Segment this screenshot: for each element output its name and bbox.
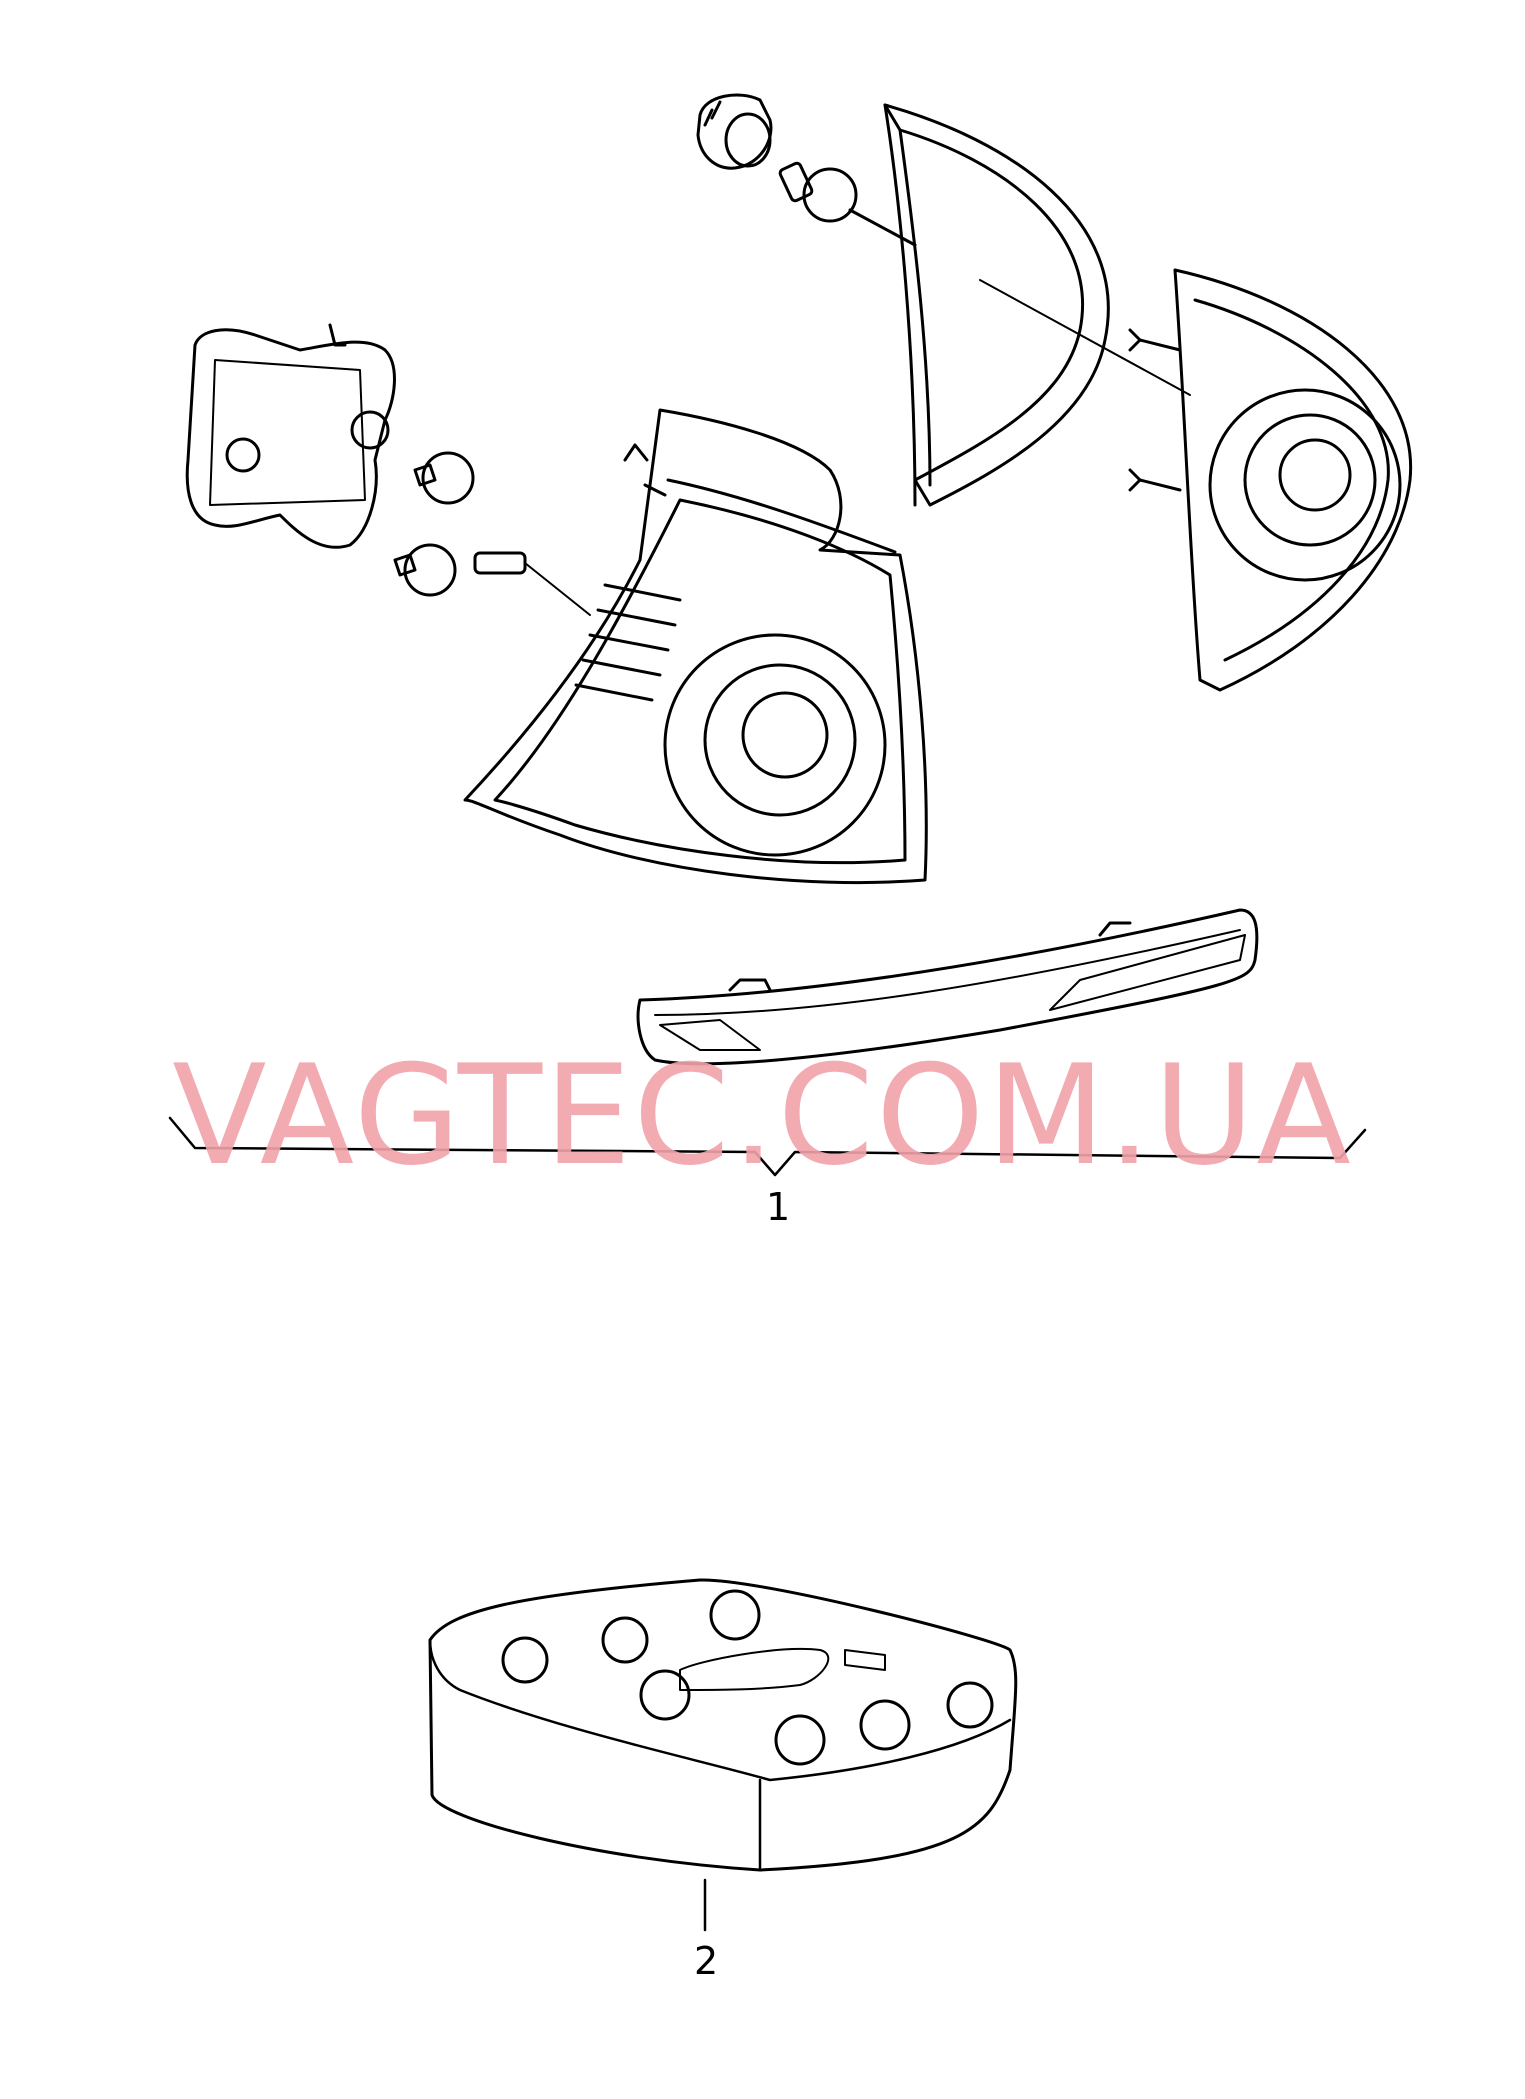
bulb-kit-box: [428, 1578, 1018, 1872]
bulb-carrier: [185, 323, 396, 549]
tail-light-outer: [463, 408, 928, 885]
bulb-upper: [778, 161, 917, 247]
bulb-wedge: [473, 551, 591, 616]
bulb-left-upper: [413, 451, 475, 505]
callout-2-label[interactable]: 2: [694, 1939, 719, 1983]
gasket-curved: [883, 103, 1191, 507]
bulb-socket: [696, 93, 773, 170]
bulb-left-lower: [393, 543, 457, 597]
callout-1-label[interactable]: 1: [766, 1185, 791, 1229]
tail-light-inner: [1128, 268, 1413, 692]
callout-1-bracket: [168, 1116, 1367, 1177]
reflector-strip: [636, 908, 1259, 1066]
